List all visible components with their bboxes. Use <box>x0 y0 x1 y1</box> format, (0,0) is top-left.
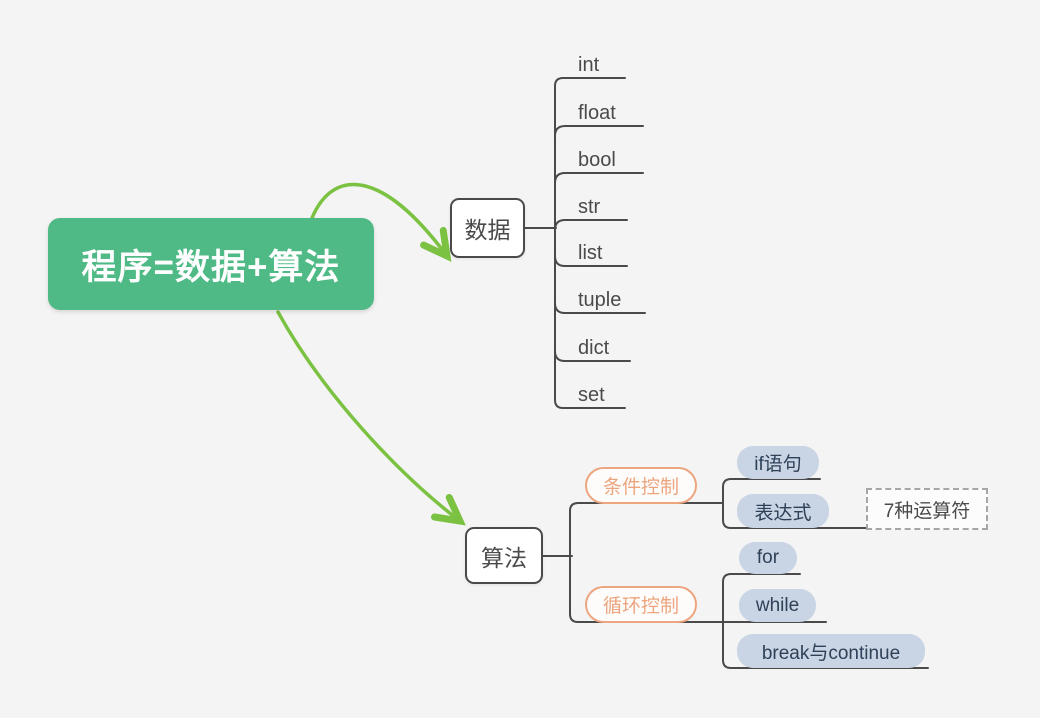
break-continue-label: break与continue <box>761 642 901 664</box>
for-label: for <box>756 547 780 568</box>
leaf-str[interactable]: str <box>578 196 601 218</box>
root-topic[interactable]: 程序=数据+算法 <box>48 218 374 310</box>
topic-if-statement[interactable]: if语句 <box>737 446 819 479</box>
leaf-list[interactable]: list <box>578 242 603 264</box>
root-topic-label: 程序=数据+算法 <box>81 247 341 287</box>
arrow-to-algo <box>276 310 466 526</box>
expression-label: 表达式 <box>754 502 812 524</box>
topic-algo-label: 算法 <box>481 544 527 571</box>
leaf-set[interactable]: set <box>578 384 605 406</box>
topic-algo[interactable]: 算法 <box>465 527 543 584</box>
topic-data-label: 数据 <box>464 217 511 243</box>
algo-branch-wires <box>542 478 929 669</box>
relationship-arrows <box>276 182 466 526</box>
if-statement-label: if语句 <box>754 454 802 475</box>
topic-condition-control[interactable]: 条件控制 <box>585 467 697 504</box>
data-branch-wires <box>524 77 646 409</box>
topic-expression[interactable]: 表达式 <box>737 494 829 528</box>
while-label: while <box>755 594 800 616</box>
topic-loop-control[interactable]: 循环控制 <box>585 586 697 623</box>
topic-break-continue[interactable]: break与continue <box>737 634 925 668</box>
leaf-int[interactable]: int <box>578 54 600 76</box>
leaf-tuple[interactable]: tuple <box>578 289 622 311</box>
topic-data[interactable]: 数据 <box>450 198 525 258</box>
condition-control-label: 条件控制 <box>602 477 679 498</box>
topic-while[interactable]: while <box>739 589 816 622</box>
loop-control-label: 循环控制 <box>602 596 679 617</box>
topic-operators-note[interactable]: 7种运算符 <box>866 488 988 530</box>
arrow-to-data <box>310 182 452 262</box>
leaf-float[interactable]: float <box>578 102 616 124</box>
topic-for[interactable]: for <box>739 542 797 574</box>
operators-note-label: 7种运算符 <box>883 500 971 522</box>
leaf-dict[interactable]: dict <box>578 337 610 359</box>
leaf-bool[interactable]: bool <box>578 149 616 171</box>
